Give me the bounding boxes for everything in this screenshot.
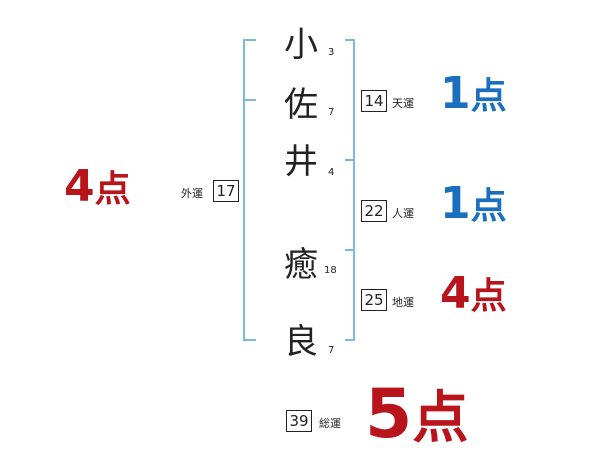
chikaku-label: 地運 [392,296,414,309]
tenkaku-label: 天運 [392,97,414,110]
gaikaku-score: 4点 [64,163,131,214]
name-char-1: 小 [284,25,318,65]
chikaku-score-unit: 点 [470,276,507,317]
chikaku-score-number: 4 [440,268,471,319]
name-char-5: 良 [284,322,318,362]
jinkaku-label: 人運 [392,207,414,220]
jinkaku-value-box: 22 [361,200,387,222]
gaikaku-score-number: 4 [64,161,95,212]
chikaku-score: 4点 [440,270,507,321]
tenkaku-score-unit: 点 [470,76,507,117]
chikaku-value-box: 25 [361,289,387,311]
jinkaku-score-unit: 点 [470,186,507,227]
soukaku-label: 総運 [319,417,341,430]
stroke-count-1: 3 [328,47,335,58]
stroke-count-4: 18 [324,265,337,276]
tenkaku-value-box: 14 [361,90,387,112]
outer-bracket [243,39,256,341]
jinkaku-bracket [345,159,355,251]
jinkaku-score: 1点 [440,180,507,231]
name-char-2: 佐 [284,85,318,125]
name-char-3: 井 [284,142,318,182]
jinkaku-score-number: 1 [440,178,471,229]
stroke-count-5: 7 [328,345,335,356]
chikaku-bracket [345,249,355,341]
soukaku-value-box: 39 [286,410,312,432]
tenkaku-bracket [345,39,355,161]
soukaku-score: 5点 [365,378,468,456]
tenkaku-score: 1点 [440,70,507,121]
gaikaku-value-box: 17 [213,180,239,202]
name-char-4: 癒 [284,245,318,285]
soukaku-score-unit: 点 [412,386,469,451]
tenkaku-score-number: 1 [440,68,471,119]
stroke-count-2: 7 [328,107,335,118]
stroke-count-3: 4 [328,167,335,178]
soukaku-score-number: 5 [365,375,413,454]
gaikaku-label: 外運 [181,187,203,200]
gaikaku-score-unit: 点 [94,169,131,210]
